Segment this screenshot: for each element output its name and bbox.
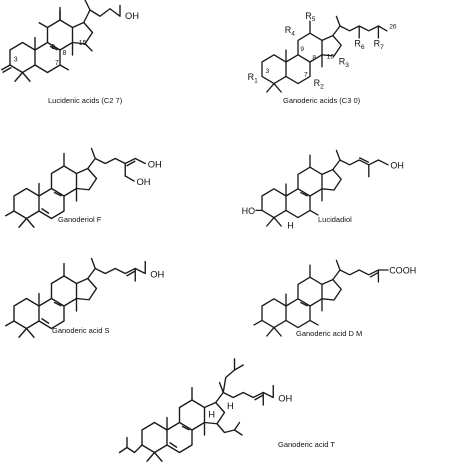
label-oh-1: OH <box>148 159 162 169</box>
label-c8: 8 <box>63 50 67 57</box>
caption-lucidenic-acids: Lucidenic acids (C2 7) <box>48 96 123 105</box>
label-c9: 9 <box>300 46 304 53</box>
label-r4: R4 <box>285 25 296 37</box>
structure-ganoderic-acid-s: OH <box>4 257 164 338</box>
caption-ganoderic-acid-s: Ganoderic acid S <box>52 326 110 335</box>
structure-lucidadiol: HO H OH <box>242 149 404 230</box>
label-h-2: H <box>208 410 215 420</box>
caption-lucidadiol: Lucidadiol <box>318 215 352 224</box>
structure-ganoderiol-f: OH OH <box>4 147 162 228</box>
label-r2: R2 <box>314 78 325 90</box>
label-oh: OH <box>390 160 404 170</box>
label-oh-2: OH <box>137 177 151 187</box>
label-cooh: COOH <box>389 266 416 276</box>
label-c3: 3 <box>266 68 270 75</box>
label-r7: R7 <box>374 38 385 50</box>
label-c9: 9 <box>51 44 55 51</box>
label-c26: 26 <box>389 23 397 30</box>
label-c3: 3 <box>14 56 18 63</box>
caption-ganoderiol-f: Ganoderiol F <box>58 215 102 224</box>
label-c15: 15 <box>327 53 335 60</box>
label-r1: R1 <box>248 72 259 84</box>
structure-ganoderic-acids-c: R1 R2 R3 R4 R5 R6 R7 26 3 7 8 9 15 <box>248 11 397 93</box>
label-c15: 15 <box>79 40 87 47</box>
label-r6: R6 <box>354 38 365 50</box>
label-r5: R5 <box>305 11 316 23</box>
caption-ganoderic-acids-c: Ganoderic acids (C3 0) <box>283 96 361 105</box>
label-c7: 7 <box>55 60 59 67</box>
structure-lucidenic-acids: OH 3 9 8 7 15 <box>0 0 139 82</box>
label-oh: OH <box>278 393 292 403</box>
label-oh: OH <box>150 269 164 279</box>
label-h-1: H <box>227 401 234 411</box>
structure-ganoderic-acid-dm: COOH <box>253 259 416 337</box>
caption-ganoderic-acid-dm: Ganoderic acid D M <box>296 329 362 338</box>
label-c8: 8 <box>312 55 316 62</box>
label-ho: HO <box>242 206 256 216</box>
label-c7: 7 <box>304 71 308 78</box>
caption-ganoderic-acid-t: Ganoderic acid T <box>278 440 335 449</box>
label-r3: R3 <box>339 56 350 68</box>
structure-ganoderic-acid-t: OH H H <box>118 358 292 462</box>
label-h: H <box>287 220 294 230</box>
label-oh: OH <box>125 11 139 21</box>
